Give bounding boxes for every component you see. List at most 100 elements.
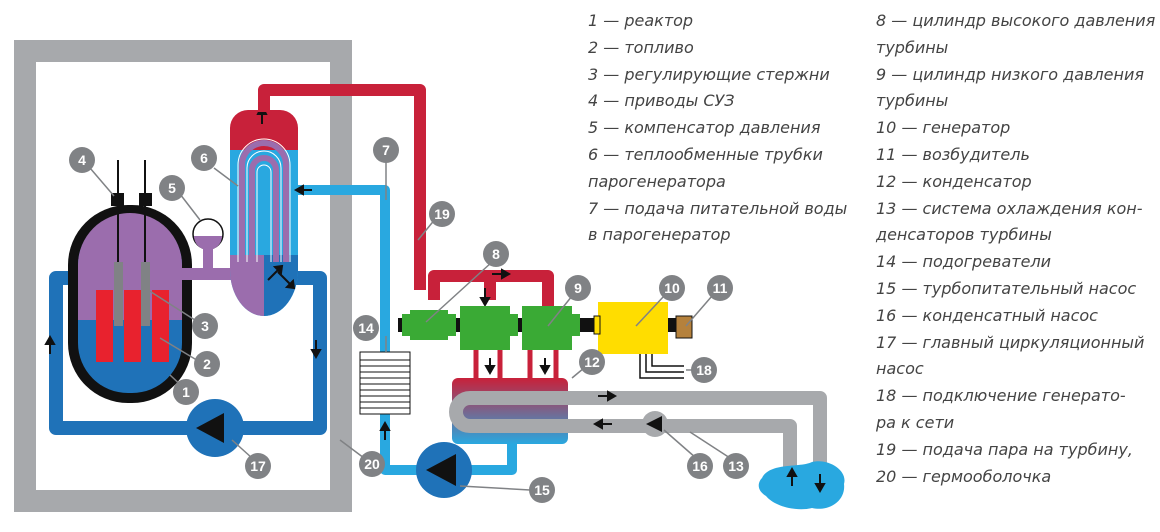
callout-15: 15 <box>529 477 555 503</box>
shaft-couplings <box>402 314 580 336</box>
legend-line: насос <box>876 359 924 379</box>
callout-19: 19 <box>429 201 455 227</box>
svg-text:19: 19 <box>434 206 450 222</box>
legend-line: турбины <box>876 91 949 111</box>
svg-text:15: 15 <box>534 482 550 498</box>
feed-pump <box>416 442 472 498</box>
legend-line: 10 — генератор <box>876 118 1011 138</box>
legend-line: 4 — приводы СУЗ <box>588 91 735 111</box>
legend-line: 5 — компенсатор давления <box>588 118 821 138</box>
hot-leg <box>180 268 240 280</box>
condensate-pump <box>642 411 668 437</box>
hp-cylinder <box>410 310 448 340</box>
callout-9: 9 <box>565 275 591 301</box>
legend-line: 6 — теплообменные трубки <box>588 144 823 164</box>
callout-2: 2 <box>194 351 220 377</box>
callout-11: 11 <box>707 275 733 301</box>
svg-text:16: 16 <box>692 458 708 474</box>
cooling-loop <box>470 391 827 476</box>
feedwater-line <box>298 185 517 475</box>
callout-4: 4 <box>69 147 95 173</box>
svg-text:2: 2 <box>203 356 211 372</box>
heaters <box>359 351 411 415</box>
svg-text:20: 20 <box>364 456 380 472</box>
legend-line: 19 — подача пара на турбину, <box>876 439 1133 459</box>
cooling-loop-bend <box>449 391 471 433</box>
legend-line: ра к сети <box>876 412 955 432</box>
rod-drives <box>111 193 152 206</box>
svg-text:10: 10 <box>664 280 680 296</box>
lp-cylinders <box>460 306 572 350</box>
callout-13: 13 <box>723 453 749 479</box>
legend-line: 13 — система охлаждения кон- <box>876 198 1143 218</box>
svg-text:8: 8 <box>492 246 500 262</box>
svg-text:9: 9 <box>574 280 582 296</box>
condenser <box>452 378 568 444</box>
svg-text:3: 3 <box>201 318 209 334</box>
svg-text:13: 13 <box>728 458 744 474</box>
legend-right: 8 — цилиндр высокого давления турбины 9 … <box>876 8 1156 490</box>
svg-text:18: 18 <box>696 362 712 378</box>
legend-line: 18 — подключение генерато- <box>876 386 1126 406</box>
main-circulation-pump <box>186 399 244 457</box>
legend-line: 8 — цилиндр высокого давления <box>876 11 1156 30</box>
legend-line: 12 — конденсатор <box>876 171 1032 191</box>
legend-line: турбины <box>876 37 949 57</box>
legend-line: парогенератора <box>588 171 726 191</box>
legend-line: 7 — подача питательной воды <box>588 198 848 218</box>
legend-line: 2 — топливо <box>588 37 694 57</box>
callout-14: 14 <box>353 315 379 341</box>
callout-1: 1 <box>173 379 199 405</box>
callout-18: 18 <box>691 357 717 383</box>
exciter <box>675 315 693 339</box>
svg-text:7: 7 <box>382 142 390 158</box>
control-rods <box>114 160 150 326</box>
callout-20: 20 <box>359 451 385 477</box>
legend-line: 11 — возбудитель <box>876 144 1030 164</box>
legend-line: 14 — подогреватели <box>876 252 1052 272</box>
steam-generator-tubes <box>239 140 289 262</box>
callout-7: 7 <box>373 137 399 163</box>
svg-text:4: 4 <box>78 152 86 168</box>
legend-line: 9 — цилиндр низкого давления <box>876 64 1144 84</box>
cooling-arrows <box>592 390 826 494</box>
primary-flow-arrows <box>44 334 322 360</box>
feed-arrows <box>293 184 391 440</box>
svg-text:11: 11 <box>713 280 728 296</box>
svg-text:17: 17 <box>250 458 266 474</box>
svg-text:12: 12 <box>584 354 600 370</box>
callout-10: 10 <box>659 275 685 301</box>
steam-line <box>258 84 554 312</box>
steam-arrows <box>479 268 512 308</box>
generator-coupling <box>593 315 601 335</box>
cooling-pond <box>758 461 845 510</box>
legend-line: 1 — реактор <box>588 11 694 30</box>
generator <box>598 302 668 354</box>
legend-line: 17 — главный циркуляционный <box>876 332 1145 352</box>
svg-text:5: 5 <box>168 180 176 196</box>
legend-left: 1 — реактор 2 — топливо 3 — регулирующие… <box>588 8 863 249</box>
legend-line: денсаторов турбины <box>876 225 1052 245</box>
exhaust-arrows <box>484 358 551 376</box>
sg-tube-outline <box>237 138 291 262</box>
callout-6: 6 <box>191 145 217 171</box>
callout-leaders <box>89 158 731 491</box>
grid-connection-lines <box>639 354 684 379</box>
callout-5: 5 <box>159 175 185 201</box>
legend-line: 16 — конденсатный насос <box>876 305 1098 325</box>
svg-text:14: 14 <box>358 320 374 336</box>
svg-text:6: 6 <box>200 150 208 166</box>
callout-12: 12 <box>579 349 605 375</box>
callout-8: 8 <box>483 241 509 267</box>
legend-line: 15 — турбопитательный насос <box>876 278 1137 298</box>
fuel-assemblies <box>96 290 169 362</box>
callout-17: 17 <box>245 453 271 479</box>
lp-exhaust <box>473 350 559 382</box>
legend-line: 3 — регулирующие стержни <box>588 64 830 84</box>
callouts: 1 2 3 4 5 6 7 8 9 10 11 12 13 14 15 16 1… <box>69 137 749 503</box>
svg-text:1: 1 <box>182 384 190 400</box>
callout-16: 16 <box>687 453 713 479</box>
callout-3: 3 <box>192 313 218 339</box>
legend-line: в парогенератор <box>588 225 731 245</box>
